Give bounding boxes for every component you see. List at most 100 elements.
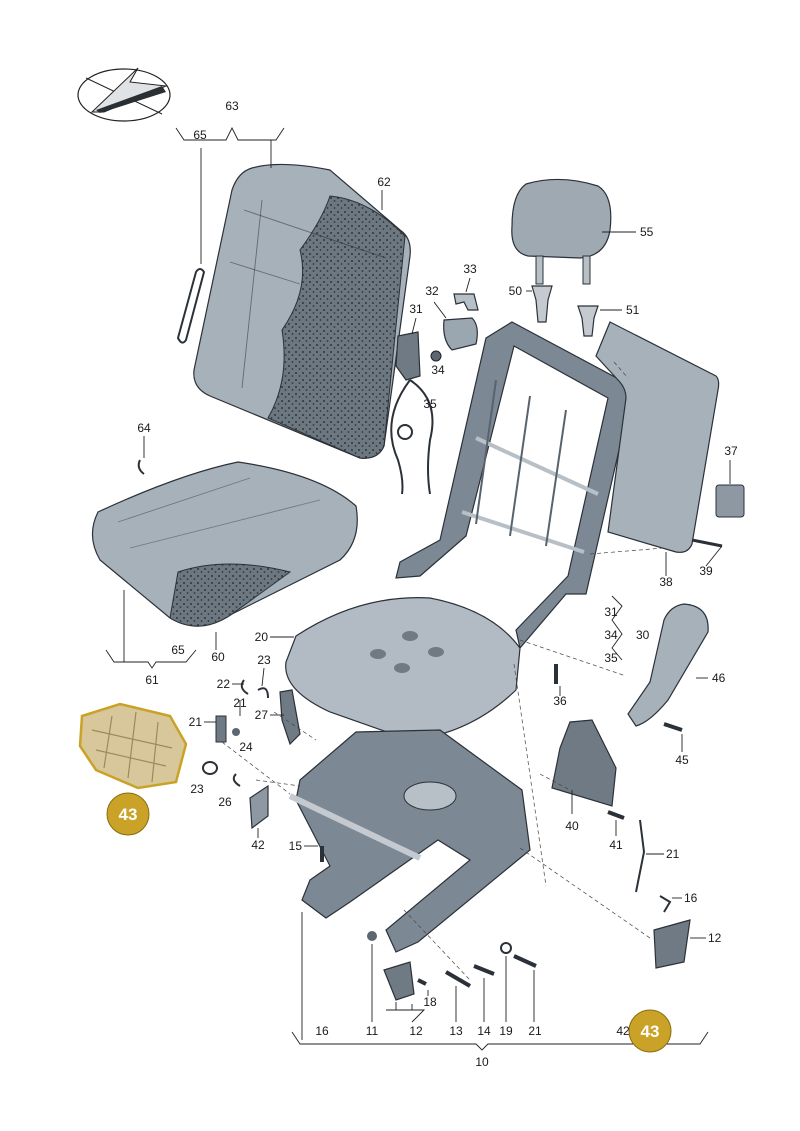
callout: 10 bbox=[475, 1055, 489, 1069]
callout: 39 bbox=[699, 564, 713, 578]
bolt-14 bbox=[473, 964, 495, 976]
callout: 31 bbox=[409, 302, 423, 316]
callout: 21 bbox=[233, 696, 247, 710]
trim-piece-37 bbox=[715, 484, 745, 518]
callout: 12 bbox=[708, 931, 722, 945]
side-trim-46 bbox=[627, 603, 709, 727]
callout: 18 bbox=[423, 995, 437, 1009]
callout: 42 bbox=[251, 838, 265, 852]
callout: 22 bbox=[217, 677, 231, 691]
bracket-21a bbox=[215, 715, 227, 743]
callout: 45 bbox=[675, 753, 689, 767]
callout: 21 bbox=[666, 847, 680, 861]
svg-text:43: 43 bbox=[119, 805, 138, 824]
callout: 35 bbox=[604, 651, 618, 665]
clip-23b bbox=[202, 761, 218, 775]
callout: 51 bbox=[626, 303, 640, 317]
callout: 13 bbox=[449, 1024, 463, 1038]
seat-frame bbox=[288, 729, 531, 953]
callout: 14 bbox=[477, 1024, 491, 1038]
highlight-badge-43-bottom[interactable]: 43 bbox=[628, 1009, 672, 1053]
callout: 65 bbox=[171, 643, 185, 657]
lock-31 bbox=[395, 331, 421, 381]
rear-panel bbox=[595, 321, 720, 553]
clip-16 bbox=[659, 895, 672, 913]
headrest-guide-50 bbox=[531, 285, 553, 323]
callout: 12 bbox=[409, 1024, 423, 1038]
svg-text:43: 43 bbox=[641, 1022, 660, 1041]
headrest-guide-51 bbox=[577, 305, 599, 337]
callout: 35 bbox=[423, 397, 437, 411]
callout: 38 bbox=[659, 575, 673, 589]
rod-21 bbox=[635, 819, 646, 893]
bracket-12b bbox=[383, 961, 415, 1001]
callout: 36 bbox=[553, 694, 567, 708]
callout: 30 bbox=[636, 628, 650, 642]
callout: 37 bbox=[724, 444, 738, 458]
screw-39 bbox=[691, 538, 723, 548]
callout: 23 bbox=[257, 653, 271, 667]
callout-labels: 63 65 62 33 32 31 34 35 55 50 51 64 37 3… bbox=[137, 99, 738, 1069]
wire-clip-65 bbox=[176, 268, 206, 344]
callout: 34 bbox=[604, 628, 618, 642]
spring-23 bbox=[257, 687, 269, 699]
backrest-cover bbox=[193, 163, 411, 459]
callout: 26 bbox=[218, 795, 232, 809]
pin-18 bbox=[417, 978, 427, 986]
callout: 55 bbox=[640, 225, 654, 239]
callout: 23 bbox=[190, 782, 204, 796]
callout: 46 bbox=[712, 671, 726, 685]
callout: 16 bbox=[684, 891, 698, 905]
callout: 33 bbox=[463, 262, 477, 276]
callout: 11 bbox=[366, 1024, 379, 1038]
callout: 42 bbox=[616, 1024, 630, 1038]
bolt-13 bbox=[444, 970, 472, 988]
compass-arrow-icon bbox=[77, 67, 171, 122]
callout: 64 bbox=[137, 421, 151, 435]
callout: 65 bbox=[193, 128, 207, 142]
callout: 62 bbox=[377, 175, 391, 189]
callout: 50 bbox=[509, 284, 523, 298]
callout: 24 bbox=[239, 740, 253, 754]
callout: 34 bbox=[431, 363, 445, 377]
callout: 16 bbox=[315, 1024, 329, 1038]
highlighted-part-43[interactable] bbox=[78, 702, 188, 790]
callout: 61 bbox=[145, 673, 159, 687]
latch-32 bbox=[443, 317, 478, 351]
headrest bbox=[511, 178, 612, 285]
cover-40 bbox=[551, 719, 617, 807]
bolt-21b bbox=[513, 954, 537, 968]
callout: 20 bbox=[255, 630, 269, 644]
bolt-45 bbox=[663, 722, 683, 732]
bracket-27 bbox=[279, 689, 301, 746]
callout: 63 bbox=[225, 99, 239, 113]
bolt-41 bbox=[607, 810, 625, 820]
callout: 41 bbox=[609, 838, 623, 852]
callout: 31 bbox=[604, 605, 618, 619]
seat-cushion-cover bbox=[91, 461, 358, 627]
callout: 32 bbox=[425, 284, 439, 298]
clip-33 bbox=[453, 293, 479, 311]
callout: 15 bbox=[289, 839, 303, 853]
callout: 21 bbox=[528, 1024, 542, 1038]
cable-35 bbox=[390, 379, 434, 495]
pin-24 bbox=[232, 728, 240, 736]
callout: 60 bbox=[211, 650, 225, 664]
washer-19 bbox=[500, 942, 512, 954]
clip-64 bbox=[137, 459, 145, 475]
callout: 40 bbox=[565, 819, 579, 833]
cover-42 bbox=[249, 784, 269, 830]
callout: 27 bbox=[255, 708, 269, 722]
callout: 21 bbox=[189, 715, 203, 729]
plate-12 bbox=[653, 919, 691, 969]
seat-foam bbox=[285, 597, 521, 741]
bolt-34 bbox=[430, 350, 442, 362]
leader-lines bbox=[105, 126, 731, 1051]
clip-22 bbox=[240, 679, 249, 695]
highlight-badge-43[interactable]: 43 bbox=[106, 792, 150, 836]
clip-26 bbox=[232, 773, 241, 787]
callout: 19 bbox=[499, 1024, 513, 1038]
nut-11 bbox=[367, 931, 377, 941]
